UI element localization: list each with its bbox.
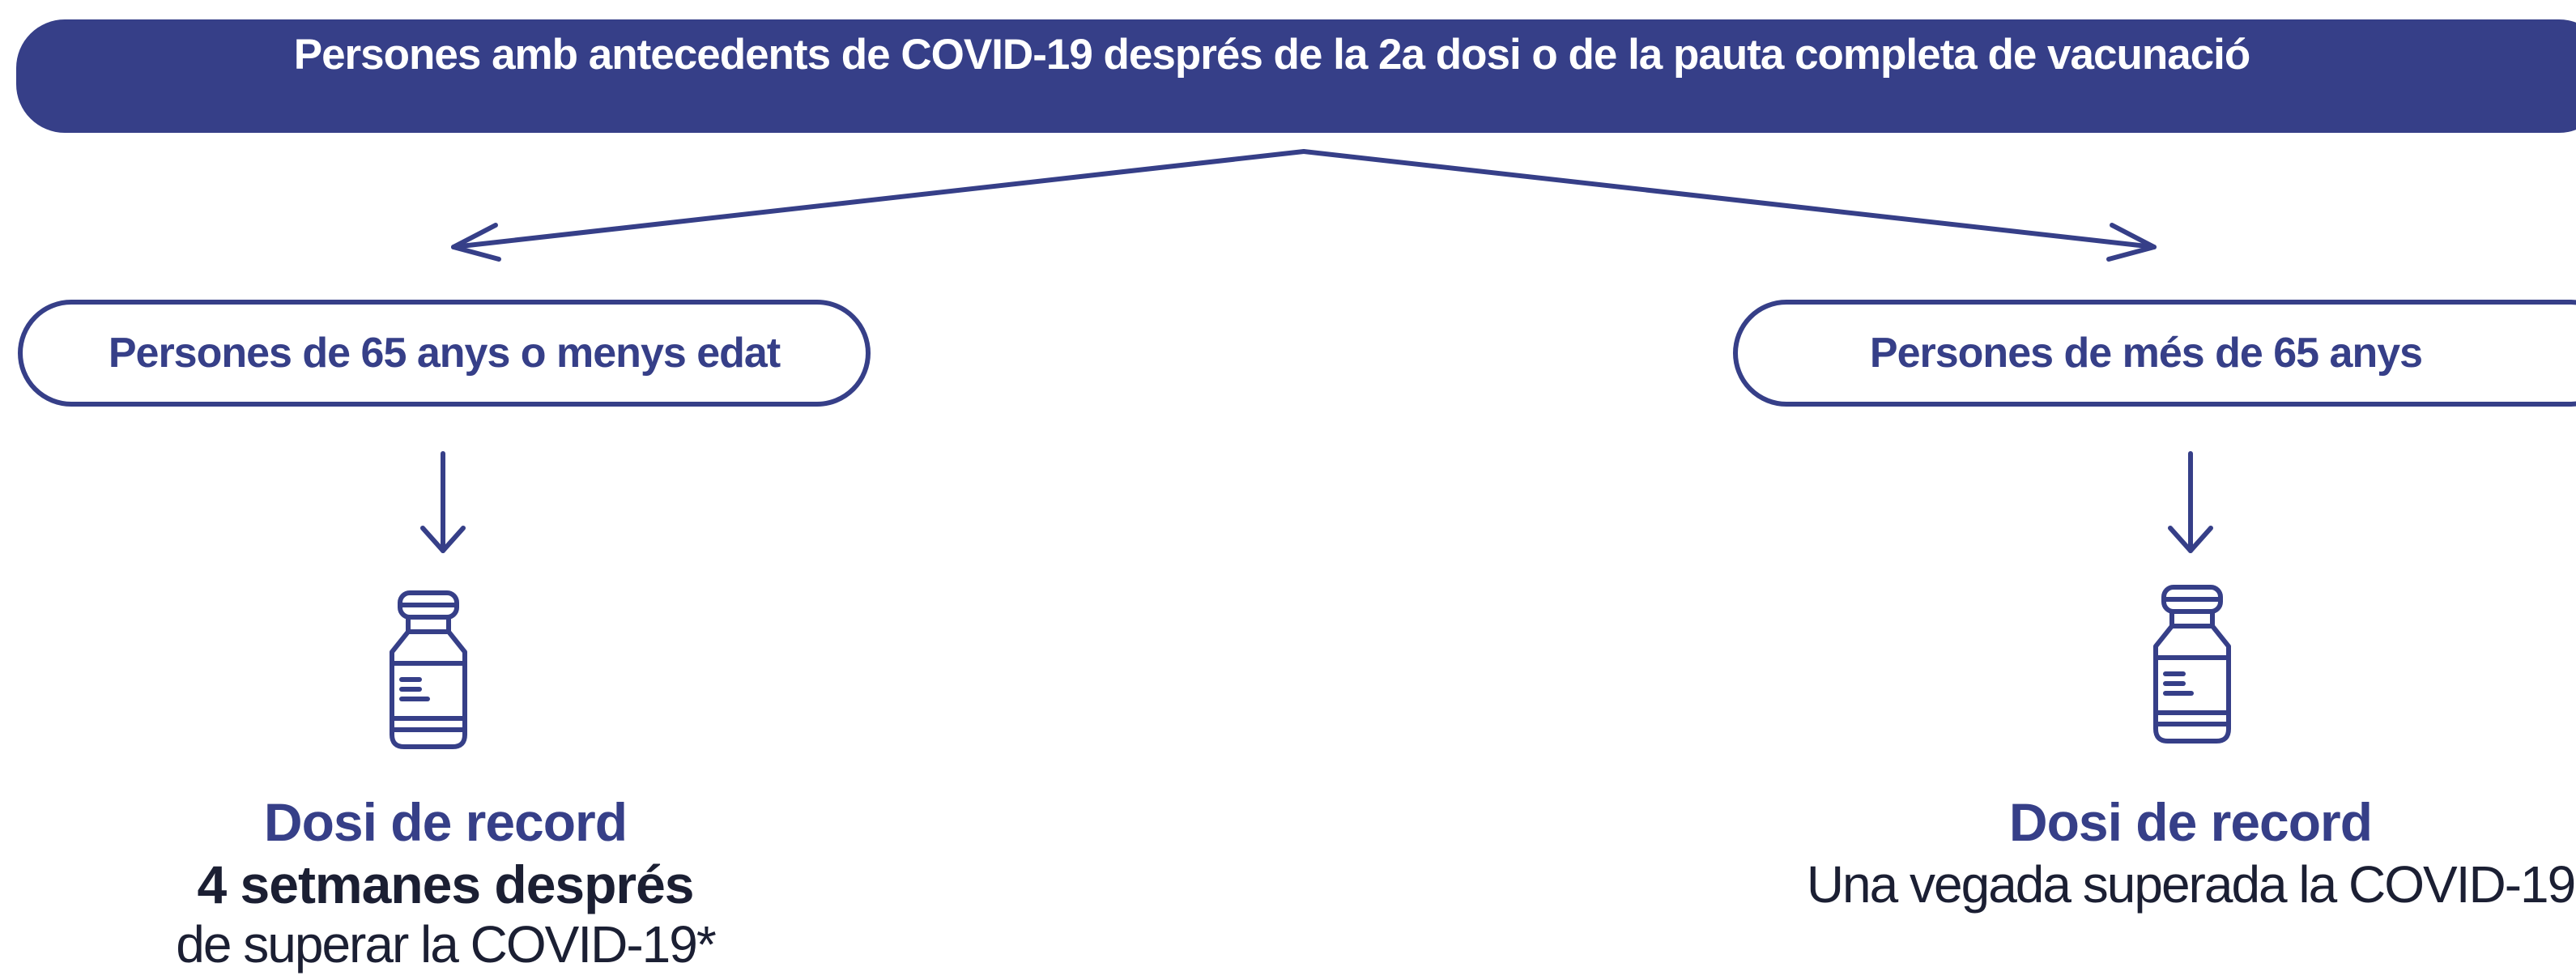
header-title: Persones amb antecedents de COVID-19 des…	[293, 30, 2251, 79]
vaccine-vial-icon	[2153, 585, 2231, 744]
arrow-to-left-branch	[451, 149, 1306, 249]
outcome-65-or-less: Dosi de record 4 setmanes després de sup…	[121, 790, 769, 974]
vaccine-vial-icon	[390, 590, 467, 749]
outcome-title: Dosi de record	[2008, 792, 2373, 852]
arrowhead-down-right	[2168, 526, 2213, 553]
branch-pill-over-65: Persones de més de 65 anys	[1733, 300, 2576, 407]
outcome-over-65: Dosi de record Una vegada superada la CO…	[1733, 790, 2576, 914]
arrowhead-down-left	[420, 526, 466, 553]
branch-label: Persones de 65 anys o menys edat	[108, 330, 781, 377]
outcome-title: Dosi de record	[263, 792, 628, 852]
outcome-timing: 4 setmanes després	[197, 854, 694, 914]
outcome-condition: Una vegada superada la COVID-19	[1806, 855, 2576, 914]
branch-label: Persones de més de 65 anys	[1869, 330, 2423, 377]
header-banner	[16, 19, 2576, 133]
arrow-to-right-branch	[1301, 149, 2157, 249]
arrowhead-right-branch	[2106, 223, 2157, 262]
branch-pill-65-or-less: Persones de 65 anys o menys edat	[18, 300, 871, 407]
outcome-condition: de superar la COVID-19*	[176, 915, 716, 974]
arrowhead-left-branch	[451, 223, 501, 262]
